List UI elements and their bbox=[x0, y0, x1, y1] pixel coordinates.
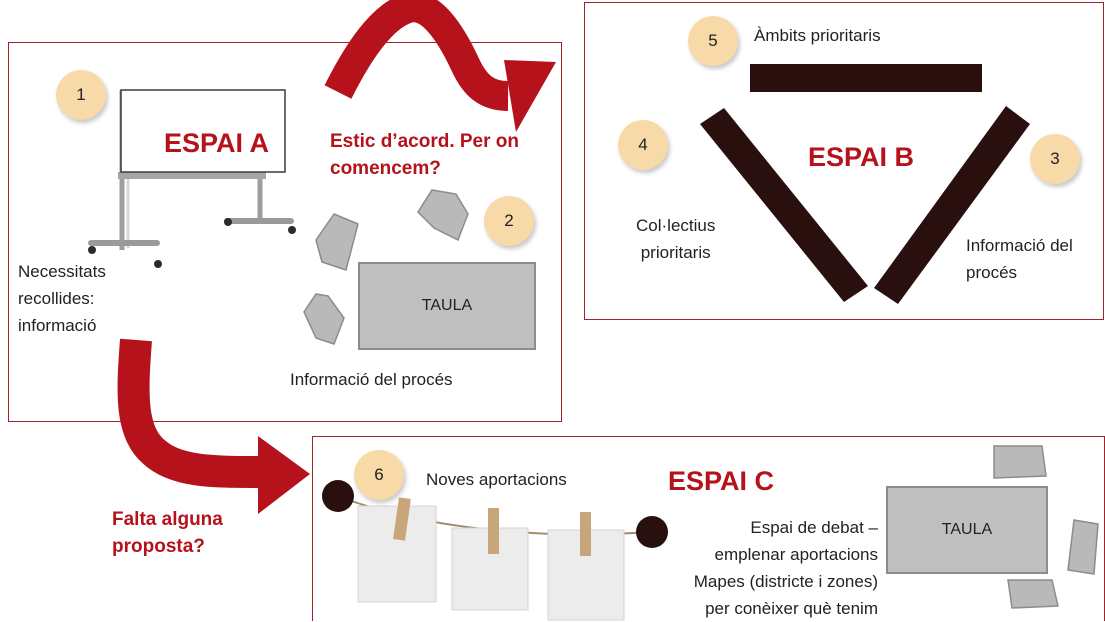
table-espai-a: TAULA bbox=[358, 262, 536, 350]
chairs-espai-c bbox=[993, 445, 1099, 609]
priority-bars bbox=[700, 64, 1030, 304]
espai-a-title: ESPAI A bbox=[164, 128, 270, 158]
whiteboard-illustration bbox=[88, 89, 296, 268]
step-4-badge: 4 bbox=[618, 120, 668, 170]
priority-areas-label: Àmbits prioritaris bbox=[754, 26, 881, 45]
clothesline-illustration bbox=[322, 480, 668, 621]
step-6-badge: 6 bbox=[354, 450, 404, 500]
question-to-espai-b: Estic d’acord. Per on comencem? bbox=[330, 131, 519, 179]
process-info-label: Informació del procés bbox=[290, 370, 453, 389]
chairs-espai-a bbox=[303, 189, 469, 345]
table-espai-c: TAULA bbox=[886, 486, 1048, 574]
collected-needs-label: Necessitats recollides: informació bbox=[18, 262, 106, 335]
step-1-badge: 1 bbox=[56, 70, 106, 120]
table-label: TAULA bbox=[941, 521, 993, 538]
debate-space-label: Espai de debat – emplenar aportacions Ma… bbox=[693, 518, 878, 618]
espai-c-title: ESPAI C bbox=[668, 466, 775, 496]
step-2-badge: 2 bbox=[484, 196, 534, 246]
process-info-b-label: Informació del procés bbox=[966, 236, 1073, 282]
arrow-to-espai-b bbox=[324, 0, 556, 132]
step-5-badge: 5 bbox=[688, 16, 738, 66]
espai-b-title: ESPAI B bbox=[808, 142, 915, 172]
new-contributions-label: Noves aportacions bbox=[426, 470, 567, 489]
priority-groups-label: Col·lectius prioritaris bbox=[636, 216, 716, 262]
table-label: TAULA bbox=[421, 297, 473, 314]
question-to-espai-c: Falta alguna proposta? bbox=[112, 509, 223, 557]
arrow-to-espai-c bbox=[117, 338, 310, 514]
step-3-badge: 3 bbox=[1030, 134, 1080, 184]
